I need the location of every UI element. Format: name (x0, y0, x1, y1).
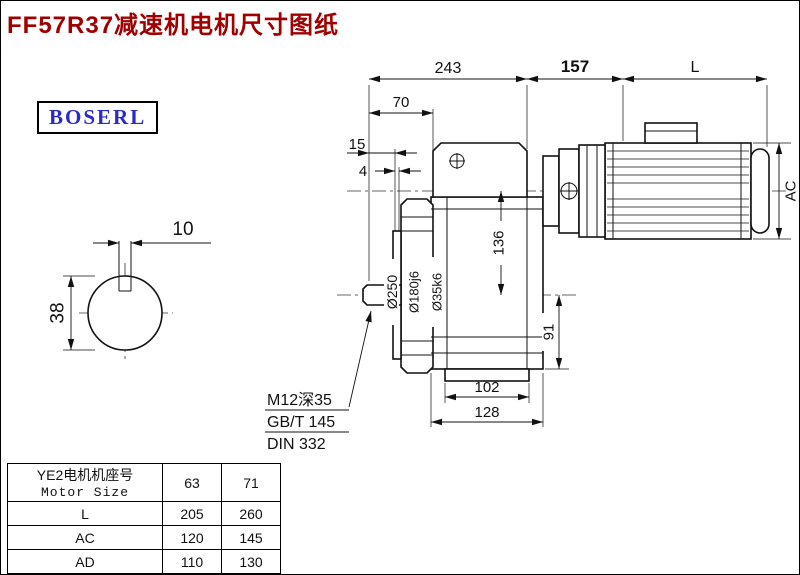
motor-body (604, 142, 752, 240)
table-row-AC: AC 120 145 (7, 525, 281, 550)
value-AC-71: 145 (221, 525, 281, 550)
dim-4: 4 (359, 163, 367, 180)
dim-38: 38 (48, 302, 69, 323)
dim-136: 136 (491, 230, 508, 255)
note-tapped-hole: M12深35 (267, 391, 332, 409)
drawing-notes: M12深35 GB/T 145 DIN 332 (267, 391, 335, 453)
gearbox-upper-housing (432, 142, 528, 198)
dim-spigot-diameter: Ø180j6 (407, 271, 422, 313)
motor-inner-lines (586, 130, 742, 239)
flange-bolt-holes (401, 216, 433, 356)
value-AC-63: 120 (162, 525, 222, 550)
value-AD-71: 130 (221, 549, 281, 574)
label-masks (384, 221, 557, 351)
dim-AC: AC (783, 180, 800, 201)
dim-10: 10 (172, 219, 193, 240)
table-row-L: L 205 260 (7, 501, 281, 526)
detail-lines (118, 130, 742, 369)
housing-inner-lines (431, 197, 543, 369)
note-standard-gbt: GB/T 145 (267, 414, 335, 431)
value-L-63: 205 (162, 501, 222, 526)
dim-102: 102 (474, 379, 499, 396)
dim-flange-diameter: Ø250 (384, 275, 400, 309)
brand-logo-label: BOSERL (49, 105, 147, 129)
dim-243: 243 (435, 60, 462, 77)
motor-adapter-ring-1 (542, 155, 560, 227)
dim-shaft-diameter: Ø35k6 (430, 273, 445, 311)
dim-70: 70 (393, 94, 410, 111)
note-standard-din: DIN 332 (267, 436, 326, 453)
row-label-AD: AD (7, 549, 163, 574)
dimension-lines (63, 75, 791, 433)
note-leader-line (348, 310, 372, 408)
size-column-63: 63 (162, 463, 222, 502)
dim-L: L (691, 59, 700, 76)
table-row-AD: AD 110 130 (7, 549, 281, 574)
value-AD-63: 110 (162, 549, 222, 574)
size-column-71: 71 (221, 463, 281, 502)
motor-size-table: YE2电机机座号 Motor Size 63 71 L 205 260 AC 1… (7, 463, 281, 574)
row-label-L: L (7, 501, 163, 526)
keyway (118, 241, 132, 292)
dim-128: 128 (474, 404, 499, 421)
gearbox-housing (430, 196, 544, 370)
table-header-cell: YE2电机机座号 Motor Size (7, 463, 163, 502)
value-L-71: 260 (221, 501, 281, 526)
dim-91: 91 (541, 324, 558, 341)
row-label-AC: AC (7, 525, 163, 550)
motor-fan-cover (750, 148, 770, 234)
gearbox-foot (444, 368, 530, 382)
table-header-row: YE2电机机座号 Motor Size 63 71 (7, 463, 281, 502)
dim-15: 15 (349, 136, 366, 153)
motor-fins (607, 150, 749, 232)
note-underlines (265, 409, 349, 433)
page-title: FF57R37减速机电机尺寸图纸 (7, 12, 340, 39)
dimension-labels: 243 157 L 70 15 4 10 38 136 91 AC Ø250 Ø… (48, 57, 800, 421)
table-header-line2: Motor Size (40, 485, 129, 500)
dim-157: 157 (561, 57, 589, 76)
shaft-end-circle (87, 275, 163, 351)
table-header-line1: YE2电机机座号 (36, 467, 134, 483)
gearbox-outline (87, 122, 770, 382)
brand-logo: BOSERL (37, 101, 159, 134)
motor-terminal-box (644, 122, 698, 144)
motor-flange (578, 144, 606, 238)
